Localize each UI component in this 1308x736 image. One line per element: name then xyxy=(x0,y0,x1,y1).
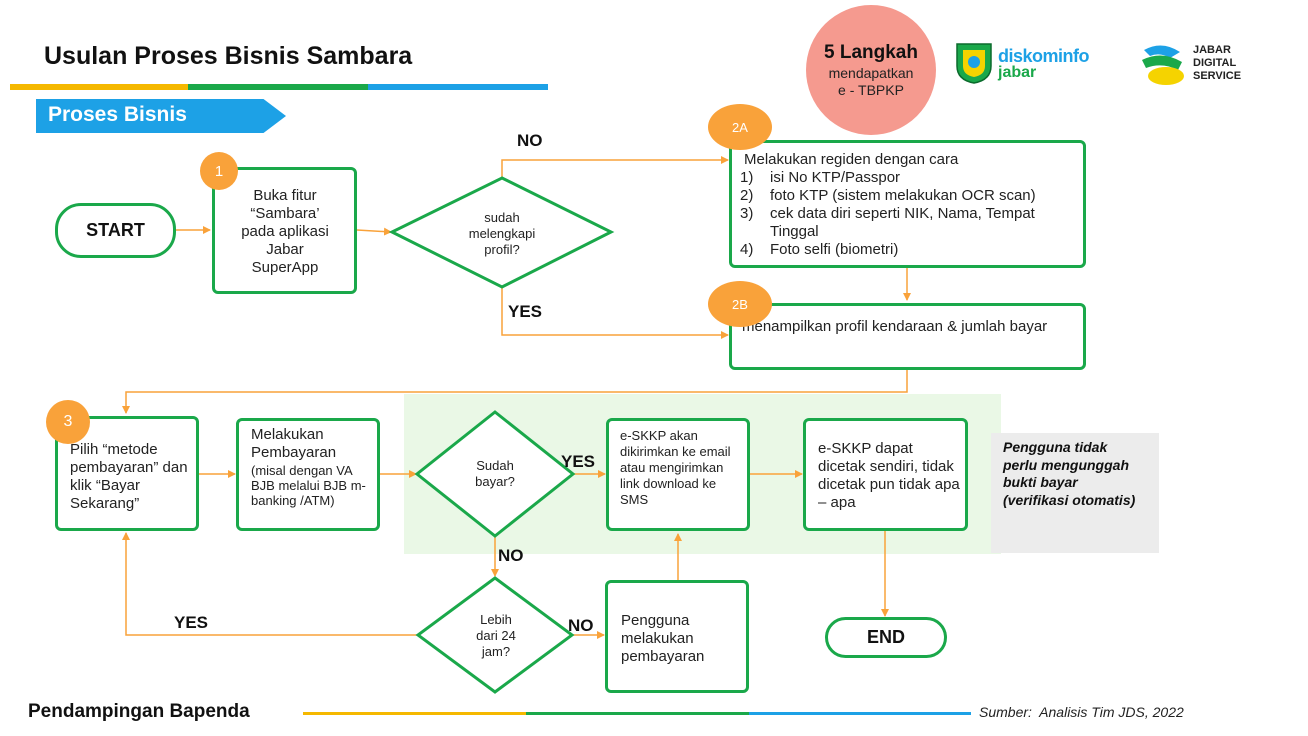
diskominfo-emblem-icon xyxy=(955,40,993,84)
footer-line-yellow xyxy=(303,712,526,715)
payment-detail: (misal dengan VA BJB melalui BJB m-banki… xyxy=(251,463,366,508)
user-pays-text: Pengguna melakukan pembayaran xyxy=(621,612,705,665)
step1-badge: 1 xyxy=(200,152,238,190)
step3-text: Pilih “metode pembayaran” dan klik “Baya… xyxy=(70,441,188,512)
yes-label-profile: YES xyxy=(508,302,543,321)
step2b-box xyxy=(729,303,1086,370)
no-label-paid: NO xyxy=(498,546,524,565)
payment-title: Melakukan Pembayaran xyxy=(251,426,337,461)
note-box xyxy=(991,433,1159,553)
note-text: Pengguna tidak perlu mengunggah bukti ba… xyxy=(1003,439,1136,508)
footer-line-blue xyxy=(749,712,971,715)
footer-source: Sumber: Analisis Tim JDS, 2022 xyxy=(979,704,1184,720)
step2a-box xyxy=(729,140,1086,268)
yes-label-24h: YES xyxy=(174,613,209,632)
step2a-list-item: 4)Foto selfi (biometri) xyxy=(740,241,899,258)
decision-paid-text: Sudah bayar? xyxy=(475,458,515,489)
no-label-24h: NO xyxy=(568,616,594,635)
step2a-list-item: 1)isi No KTP/Passpor xyxy=(740,169,901,186)
footer-left: Pendampingan Bapenda xyxy=(28,701,250,722)
title-underline-yellow xyxy=(10,84,188,90)
diskominfo-wordmark-sub: jabar xyxy=(998,64,1037,81)
steps-circle-title: 5 Langkah xyxy=(824,42,918,63)
eskkp-print-text: e-SKKP dapat dicetak sendiri, tidak dice… xyxy=(818,440,960,511)
steps-circle xyxy=(806,5,936,135)
eskkp-print-box xyxy=(803,418,968,531)
step2b-text: menampilkan profil kendaraan & jumlah ba… xyxy=(742,318,1048,335)
step1-box xyxy=(212,167,357,294)
eskkp-sent-text: e-SKKP akan dikirimkan ke email atau men… xyxy=(620,428,731,507)
jds-wordmark-3: SERVICE xyxy=(1193,70,1242,82)
jds-logo-icon xyxy=(1140,42,1186,86)
steps-circle-subtitle-2: e - TBPKP xyxy=(838,82,904,98)
decision-profile-text: sudah melengkapi profil? xyxy=(468,210,536,257)
yes-label-paid: YES xyxy=(561,452,596,471)
step2a-list-item: 2)foto KTP (sistem melakukan OCR scan) xyxy=(740,187,1036,204)
step3-badge: 3 xyxy=(46,400,90,444)
start-terminal: START xyxy=(55,203,176,258)
step1-text: Buka fitur “Sambara’ pada aplikasi Jabar… xyxy=(241,187,329,276)
step2a-list-item: 3)cek data diri seperti NIK, Nama, Tempa… xyxy=(740,205,1035,240)
decision-24h-text: Lebih dari 24 jam? xyxy=(476,612,516,659)
title-underline-green xyxy=(188,84,368,90)
eskkp-sent-box xyxy=(606,418,750,531)
decision-paid-shape xyxy=(414,410,576,538)
user-pays-box xyxy=(605,580,749,693)
section-banner xyxy=(36,99,286,133)
section-label: Proses Bisnis xyxy=(48,103,187,126)
jds-wordmark-2: DIGITAL xyxy=(1193,57,1237,69)
steps-circle-subtitle-1: mendapatkan xyxy=(828,65,914,81)
step2b-badge: 2B xyxy=(708,281,772,327)
decision-24h-shape xyxy=(415,576,575,694)
no-label-top: NO xyxy=(517,131,543,150)
payment-box xyxy=(236,418,380,531)
step2a-intro: Melakukan regiden dengan cara xyxy=(744,151,959,168)
end-terminal: END xyxy=(825,617,947,658)
footer-line-green xyxy=(526,712,749,715)
title-underline-blue xyxy=(368,84,548,90)
decision-profile-shape xyxy=(388,176,615,289)
page-title: Usulan Proses Bisnis Sambara xyxy=(44,42,413,70)
step2a-badge: 2A xyxy=(708,104,772,150)
jds-wordmark-1: JABAR xyxy=(1193,44,1231,56)
diskominfo-wordmark: diskominfo xyxy=(998,46,1090,66)
step2a-list: 1)isi No KTP/Passpor 2)foto KTP (sistem … xyxy=(740,169,1076,259)
